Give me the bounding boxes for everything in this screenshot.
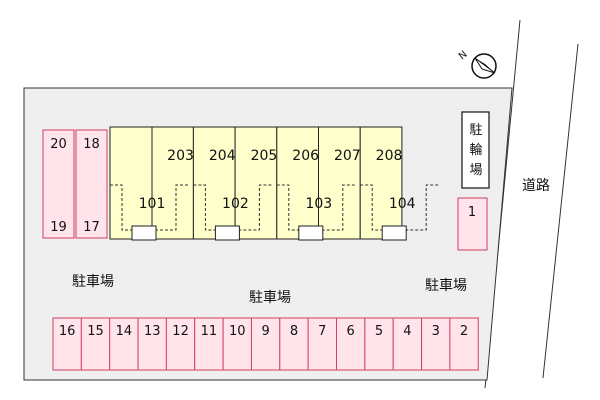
parking-space-label: 17 bbox=[83, 220, 100, 235]
entrance-box bbox=[131, 225, 157, 241]
bike-parking-char-2: 輪 bbox=[469, 142, 482, 158]
parking-space-label: 15 bbox=[87, 324, 104, 339]
parking-space: 20 bbox=[42, 129, 75, 239]
parking-space-label: 19 bbox=[50, 220, 67, 235]
parking-label-left: 駐車場 bbox=[72, 273, 114, 290]
bike-parking: 駐 輪 場 bbox=[461, 111, 490, 189]
parking-space: 8 bbox=[279, 317, 309, 371]
lower-unit: 102 bbox=[193, 184, 274, 241]
parking-space-label: 16 bbox=[59, 324, 76, 339]
north-arrow-icon: N bbox=[457, 49, 497, 79]
upper-unit: 203 bbox=[151, 126, 194, 240]
road-label: 道路 bbox=[522, 178, 550, 194]
parking-space-label: 2 bbox=[460, 324, 468, 339]
entrance-box bbox=[214, 225, 240, 241]
svg-text:N: N bbox=[457, 49, 470, 62]
parking-space: 10 bbox=[222, 317, 252, 371]
parking-space-label: 8 bbox=[290, 324, 298, 339]
parking-space: 13 bbox=[137, 317, 167, 371]
upper-unit: 207 bbox=[318, 126, 361, 240]
parking-space: 14 bbox=[109, 317, 139, 371]
parking-space: 12 bbox=[165, 317, 196, 371]
road-edge-right bbox=[542, 43, 579, 379]
lower-unit-label: 104 bbox=[389, 196, 416, 212]
entrance-box bbox=[298, 225, 324, 241]
parking-space-label: 10 bbox=[229, 324, 246, 339]
parking-space-label: 13 bbox=[144, 324, 161, 339]
lower-unit: 101 bbox=[110, 184, 190, 241]
parking-space: 18 bbox=[75, 129, 108, 239]
parking-space-label: 9 bbox=[261, 324, 269, 339]
upper-unit-label: 204 bbox=[209, 148, 236, 164]
upper-unit-label: 203 bbox=[167, 148, 194, 164]
parking-space-label: 7 bbox=[318, 324, 326, 339]
parking-space-label: 18 bbox=[83, 137, 100, 152]
parking-space: 11 bbox=[194, 317, 224, 371]
bottom-parking-row: 16 15 14 13 12 11 10 9 8 7 6 5 4 3 2 bbox=[52, 317, 479, 371]
upper-unit: 204 bbox=[192, 126, 236, 240]
parking-space-label: 20 bbox=[50, 137, 67, 152]
lower-floor-units: 101 102 103 104 bbox=[110, 184, 441, 241]
upper-unit-label: 207 bbox=[334, 148, 361, 164]
lower-unit-label: 101 bbox=[139, 196, 166, 212]
upper-unit: 208 bbox=[359, 126, 403, 240]
parking-space: 7 bbox=[307, 317, 337, 371]
lower-unit: 103 bbox=[276, 184, 357, 241]
space-1-label: 1 bbox=[468, 205, 476, 220]
upper-floor-units: 202203204205206207208 bbox=[109, 126, 403, 240]
parking-label-center: 駐車場 bbox=[249, 289, 291, 306]
parking-space-label: 14 bbox=[116, 324, 133, 339]
lower-unit-label: 103 bbox=[305, 196, 332, 212]
parking-label-right: 駐車場 bbox=[425, 277, 467, 294]
parking-space: 9 bbox=[250, 317, 281, 371]
upper-unit-label: 206 bbox=[292, 148, 319, 164]
upper-unit: 205 bbox=[234, 126, 278, 240]
lower-unit: 104 bbox=[360, 184, 441, 241]
parking-space: 4 bbox=[392, 317, 423, 371]
parking-space: 6 bbox=[336, 317, 366, 371]
upper-unit-label: 205 bbox=[251, 148, 278, 164]
parking-space-label: 3 bbox=[432, 324, 440, 339]
upper-unit-label: 208 bbox=[376, 148, 403, 164]
parking-space-label: 4 bbox=[403, 324, 411, 339]
parking-space: 5 bbox=[364, 317, 394, 371]
parking-space: 15 bbox=[80, 317, 111, 371]
parking-space: 3 bbox=[421, 317, 451, 371]
upper-unit-blank bbox=[109, 126, 153, 240]
entrance-box bbox=[381, 225, 407, 241]
parking-space-label: 6 bbox=[347, 324, 355, 339]
parking-space-label: 5 bbox=[375, 324, 383, 339]
bike-parking-char-1: 駐 bbox=[469, 123, 482, 138]
upper-unit: 206 bbox=[276, 126, 319, 240]
parking-space-label: 11 bbox=[201, 324, 218, 339]
lower-unit-label: 102 bbox=[222, 196, 249, 212]
parking-space: 2 bbox=[449, 317, 479, 371]
left-parking-block: 20 18 19 17 bbox=[42, 129, 108, 239]
parking-space: 16 bbox=[52, 317, 82, 371]
bike-parking-char-3: 場 bbox=[469, 163, 482, 178]
parking-space-1: 1 bbox=[457, 197, 488, 251]
parking-space-label: 12 bbox=[172, 324, 189, 339]
